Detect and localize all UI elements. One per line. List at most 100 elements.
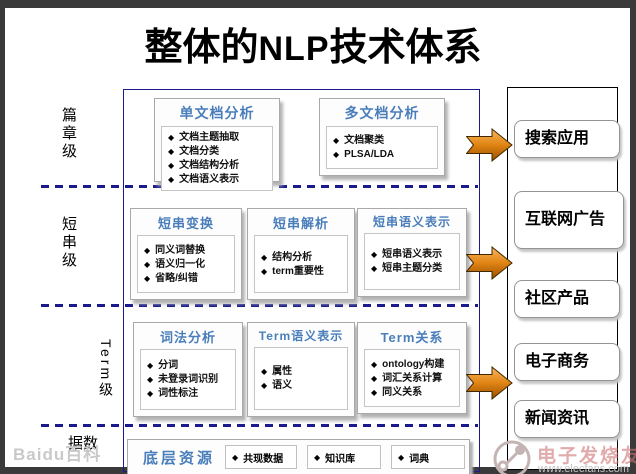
diamond-bullet-icon: ◆ bbox=[168, 161, 175, 170]
box-item-list: ◆ontology构建 ◆词汇关系计算 ◆同义关系 bbox=[364, 349, 460, 407]
item-label: 词典 bbox=[409, 453, 430, 465]
page-title: 整体的NLP技术体系 bbox=[5, 16, 621, 71]
box-item-list: ◆结构分析 ◆ term重要性 bbox=[254, 235, 348, 293]
item-label: 省略/纠错 bbox=[155, 272, 198, 284]
app-box-news: 新闻资讯 bbox=[514, 400, 620, 438]
list-item: ◆语义归一化 bbox=[144, 258, 230, 272]
arrow-right-icon bbox=[466, 246, 513, 280]
list-item: ◆ 文档结构分析 bbox=[168, 159, 268, 173]
level-divider-3 bbox=[41, 424, 478, 427]
item-label: 文档结构分析 bbox=[179, 160, 240, 171]
diamond-bullet-icon: ◆ bbox=[333, 150, 340, 159]
list-item: ◆文档聚类 bbox=[333, 134, 433, 148]
diamond-bullet-icon: ◆ bbox=[144, 245, 151, 255]
item-label: 同义词替换 bbox=[155, 244, 206, 256]
app-label: 搜索应用 bbox=[525, 130, 590, 148]
list-item: ◆ PLSA/LDA bbox=[333, 148, 433, 162]
list-item: ◆分词 bbox=[147, 359, 231, 373]
item-label: 文档聚类 bbox=[344, 135, 385, 146]
app-label: 社区产品 bbox=[525, 290, 590, 308]
item-label: PLSA/LDA bbox=[344, 149, 395, 160]
item-label: 结构分析 bbox=[272, 251, 313, 263]
diamond-bullet-icon: ◆ bbox=[144, 259, 151, 269]
slide-canvas: 整体的NLP技术体系 篇章级 短串级 Term级 数据 单文档分析 ◆文档主题抽… bbox=[5, 8, 636, 474]
list-item: ◆ 属性 bbox=[261, 365, 343, 379]
level-label-term: Term级 bbox=[98, 339, 114, 400]
diamond-bullet-icon: ◆ bbox=[147, 389, 154, 398]
module-box-term-semantics: Term语义表示 ◆ 属性 ◆语义 bbox=[247, 322, 355, 417]
box-item-list: ◆文档主题抽取 ◆文档分类 ◆文档结构分析 ◆文档语义表示 bbox=[161, 126, 273, 191]
item-label: 短串主题分类 bbox=[382, 263, 443, 274]
diamond-bullet-icon: ◆ bbox=[261, 266, 268, 276]
item-label: 知识库 bbox=[325, 453, 356, 465]
box-header: Term语义表示 bbox=[258, 329, 344, 343]
item-label: ontology构建 bbox=[382, 358, 445, 370]
diamond-bullet-icon: ◆ bbox=[168, 147, 175, 156]
item-label: 文档语义表示 bbox=[179, 174, 240, 185]
box-header: 短串语义表示 bbox=[372, 215, 451, 229]
list-item: ◆ term重要性 bbox=[261, 265, 343, 279]
item-label: term重要性 bbox=[272, 265, 324, 277]
box-header: 词法分析 bbox=[159, 330, 216, 345]
baidu-watermark: Baidu百科 bbox=[13, 445, 102, 464]
app-box-community: 社区产品 bbox=[514, 280, 620, 318]
item-label: 未登录词识别 bbox=[158, 374, 219, 385]
module-box-term-relations: Term关系 ◆ontology构建 ◆词汇关系计算 ◆同义关系 bbox=[357, 322, 467, 414]
item-label: 文档分类 bbox=[179, 146, 220, 157]
box-item-list: ◆ 属性 ◆语义 bbox=[254, 347, 348, 410]
list-item: ◆ 同义词替换 bbox=[144, 244, 230, 258]
level-divider-2 bbox=[41, 304, 478, 307]
item-label: 同义关系 bbox=[382, 386, 423, 398]
item-label: 属性 bbox=[272, 366, 293, 377]
box-header: 短串变换 bbox=[157, 216, 214, 231]
app-label: 新闻资讯 bbox=[525, 410, 590, 428]
title-acronym: NLP bbox=[258, 30, 330, 68]
box-item-list: ◆分词 ◆ 未登录词识别 ◆ 词性标注 bbox=[140, 349, 236, 410]
list-item: ◆短串主题分类 bbox=[371, 262, 455, 276]
list-item: ◆ 词汇关系计算 bbox=[371, 372, 455, 386]
level-label-document: 篇章级 bbox=[60, 107, 77, 161]
title-suffix: 技术体系 bbox=[329, 27, 482, 69]
app-label: 电子商务 bbox=[525, 353, 590, 371]
level-label-data: 数据 bbox=[66, 435, 98, 453]
module-box-multi-doc-analysis: 多文档分析 ◆文档聚类 ◆ PLSA/LDA bbox=[319, 98, 445, 176]
box-header: 单文档分析 bbox=[179, 105, 255, 121]
resource-item: ◆ 词典 bbox=[391, 445, 466, 469]
item-label: 词性标注 bbox=[158, 388, 199, 399]
diamond-bullet-icon: ◆ bbox=[144, 273, 151, 283]
app-box-ads: 互联网广告 bbox=[514, 191, 624, 249]
module-box-short-string-parsing: 短串解析 ◆结构分析 ◆ term重要性 bbox=[247, 208, 355, 300]
app-box-search: 搜索应用 bbox=[514, 120, 620, 158]
resource-item: ◆知识库 bbox=[307, 445, 382, 469]
list-item: ◆语义 bbox=[261, 379, 343, 393]
title-prefix: 整体的 bbox=[144, 27, 259, 69]
diamond-bullet-icon: ◆ bbox=[371, 373, 378, 383]
list-item: ◆文档语义表示 bbox=[168, 173, 268, 187]
elecfans-watermark: 电子发烧友 bbox=[537, 446, 636, 467]
list-item: ◆结构分析 bbox=[261, 251, 343, 265]
box-item-list: ◆文档聚类 ◆ PLSA/LDA bbox=[326, 126, 438, 169]
diamond-bullet-icon: ◆ bbox=[398, 452, 405, 462]
elecfans-logo-icon bbox=[493, 440, 531, 474]
diamond-bullet-icon: ◆ bbox=[261, 367, 268, 376]
box-header: 多文档分析 bbox=[344, 105, 420, 121]
box-header: Term关系 bbox=[380, 330, 444, 345]
item-label: 词汇关系计算 bbox=[382, 372, 443, 384]
elecfans-url-watermark: www.elecfans.com bbox=[538, 463, 630, 474]
box-header: 短串解析 bbox=[272, 216, 329, 231]
item-label: 共现数据 bbox=[243, 453, 284, 465]
module-box-short-string-semantics: 短串语义表示 ◆短串语义表示 ◆短串主题分类 bbox=[357, 208, 467, 297]
diamond-bullet-icon: ◆ bbox=[371, 250, 378, 259]
arrow-right-icon bbox=[466, 128, 513, 162]
diamond-bullet-icon: ◆ bbox=[232, 452, 239, 462]
list-item: ◆ 未登录词识别 bbox=[147, 373, 231, 387]
diamond-bullet-icon: ◆ bbox=[147, 361, 154, 370]
app-label: 互联网广告 bbox=[525, 211, 606, 229]
diamond-bullet-icon: ◆ bbox=[147, 375, 154, 384]
module-box-lexical-analysis: 词法分析 ◆分词 ◆ 未登录词识别 ◆ 词性标注 bbox=[133, 322, 243, 417]
resource-item: ◆ 共现数据 bbox=[225, 445, 298, 469]
item-label: 文档主题抽取 bbox=[179, 132, 240, 143]
list-item: ◆ 词性标注 bbox=[147, 387, 231, 401]
list-item: ◆ 文档分类 bbox=[168, 145, 268, 159]
